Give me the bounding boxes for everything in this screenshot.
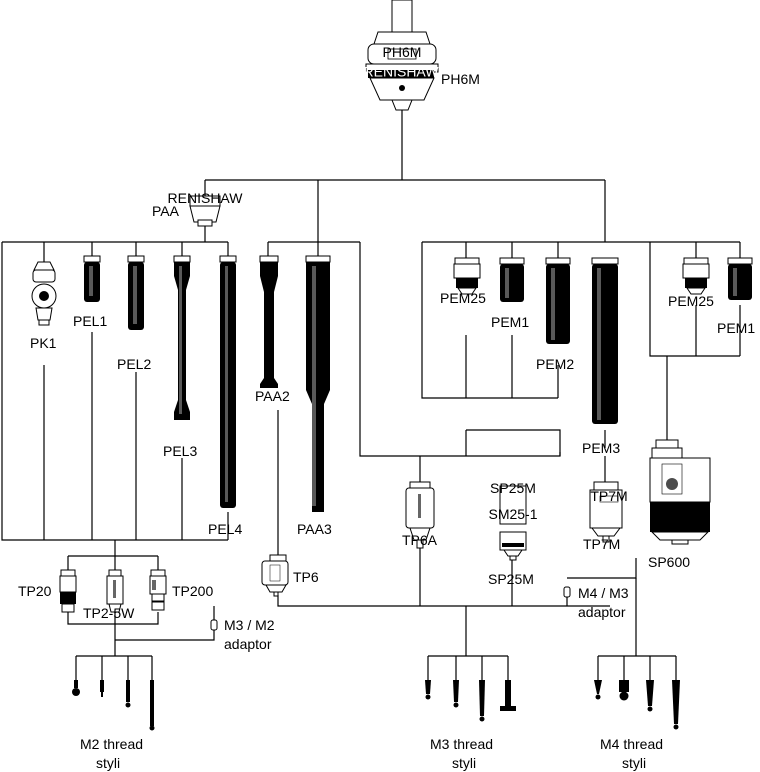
paa2-extension: PAA2 bbox=[255, 255, 290, 404]
sp600-label: SP600 bbox=[648, 554, 690, 570]
paa-label: PAA bbox=[152, 203, 180, 219]
tp20-label: TP20 bbox=[18, 583, 52, 599]
tp6-probe: TP6 bbox=[261, 554, 319, 597]
ph6m-brand: RENISHAW bbox=[364, 64, 440, 80]
m2-styli-label-line2: styli bbox=[96, 755, 120, 771]
paa-adaptor: RENISHAW PAA bbox=[152, 190, 244, 227]
connector-lines bbox=[1, 110, 741, 680]
tp7m-label: TP7M bbox=[583, 536, 620, 552]
m2-stylus-4 bbox=[149, 680, 155, 731]
m3-styli-label-line2: styli bbox=[452, 755, 476, 771]
tp6a-probe: TP6A bbox=[402, 481, 438, 549]
tp6-label: TP6 bbox=[293, 569, 319, 585]
tp2-5w-label: TP2-5W bbox=[83, 605, 135, 621]
paa3-label: PAA3 bbox=[297, 521, 332, 537]
m3-stylus-4 bbox=[500, 680, 516, 711]
paa2-label: PAA2 bbox=[255, 388, 290, 404]
pel4-label: PEL4 bbox=[208, 521, 242, 537]
pem1-b-label: PEM1 bbox=[717, 320, 755, 336]
pel1-label: PEL1 bbox=[73, 313, 107, 329]
pk1-module: PK1 bbox=[30, 261, 57, 351]
paa3-extension: PAA3 bbox=[297, 255, 332, 537]
pem3-extension: PEM3 bbox=[582, 257, 620, 456]
sp600-probe: SP600 bbox=[648, 439, 711, 570]
tp20-probe: TP20 bbox=[18, 569, 77, 613]
pk1-label: PK1 bbox=[30, 335, 57, 351]
pem2-label: PEM2 bbox=[536, 356, 574, 372]
sp25m-badge-top: SP25M bbox=[490, 480, 536, 496]
m3-m2-label-line2: adaptor bbox=[224, 636, 272, 652]
tp200-probe: TP200 bbox=[149, 569, 213, 611]
pem3-label: PEM3 bbox=[582, 440, 620, 456]
m3-m2-adaptor: M3 / M2 adaptor bbox=[210, 617, 275, 652]
tp7m-badge: TP7M bbox=[590, 488, 627, 504]
m4-styli-label-line1: M4 thread bbox=[600, 736, 663, 752]
ph6m-badge: PH6M bbox=[383, 44, 422, 60]
pem25-a-module: PEM25 bbox=[440, 257, 486, 306]
pel2-label: PEL2 bbox=[117, 356, 151, 372]
m4-styli-group: M4 thread styli bbox=[594, 680, 680, 771]
pem1-b-extension: PEM1 bbox=[717, 257, 755, 336]
m2-styli-group: M2 thread styli bbox=[72, 680, 155, 771]
m3-stylus-2 bbox=[453, 680, 459, 708]
pem2-extension: PEM2 bbox=[536, 257, 574, 372]
sp25m-probe: SP25M SM25-1 SP25M bbox=[488, 480, 538, 587]
m4-m3-adaptor: M4 / M3 adaptor bbox=[563, 585, 629, 620]
pem25-b-label: PEM25 bbox=[668, 293, 714, 309]
m2-stylus-2 bbox=[100, 680, 104, 697]
m3-styli-group: M3 thread styli bbox=[425, 680, 516, 771]
pel1-extension: PEL1 bbox=[73, 255, 107, 329]
m2-stylus-1 bbox=[72, 680, 80, 696]
m2-styli-label-line1: M2 thread bbox=[80, 736, 143, 752]
sp25m-badge-bottom: SM25-1 bbox=[488, 506, 537, 522]
m3-styli-label-line1: M3 thread bbox=[430, 736, 493, 752]
m4-stylus-3 bbox=[646, 680, 654, 712]
pel2-extension: PEL2 bbox=[117, 255, 151, 372]
m4-styli-label-line2: styli bbox=[622, 755, 646, 771]
pel3-extension: PEL3 bbox=[163, 255, 197, 459]
ph6m-label: PH6M bbox=[441, 71, 480, 87]
tp7m-probe: TP7M TP7M bbox=[583, 481, 628, 552]
pem25-b-module: PEM25 bbox=[668, 257, 714, 309]
pel3-label: PEL3 bbox=[163, 443, 197, 459]
m3-m2-label-line1: M3 / M2 bbox=[224, 617, 275, 633]
pel4-extension: PEL4 bbox=[208, 255, 242, 537]
m4-stylus-2 bbox=[619, 680, 629, 701]
m3-stylus-1 bbox=[425, 680, 431, 700]
m2-stylus-3 bbox=[125, 680, 131, 708]
m3-stylus-3 bbox=[479, 680, 485, 722]
pem1-a-extension: PEM1 bbox=[491, 257, 529, 330]
tp200-label: TP200 bbox=[172, 583, 213, 599]
paa-badge: RENISHAW bbox=[168, 190, 244, 206]
m4-stylus-4 bbox=[672, 680, 680, 730]
m4-m3-label-line2: adaptor bbox=[578, 604, 626, 620]
ph6m-head: PH6M RENISHAW PH6M bbox=[364, 0, 480, 111]
tp2-5w-probe: TP2-5W bbox=[83, 569, 135, 621]
pem25-a-label: PEM25 bbox=[440, 290, 486, 306]
pem1-a-label: PEM1 bbox=[491, 314, 529, 330]
m4-stylus-1 bbox=[594, 680, 602, 700]
tp6a-label: TP6A bbox=[402, 532, 438, 548]
m4-m3-label-line1: M4 / M3 bbox=[578, 585, 629, 601]
sp25m-label: SP25M bbox=[488, 571, 534, 587]
